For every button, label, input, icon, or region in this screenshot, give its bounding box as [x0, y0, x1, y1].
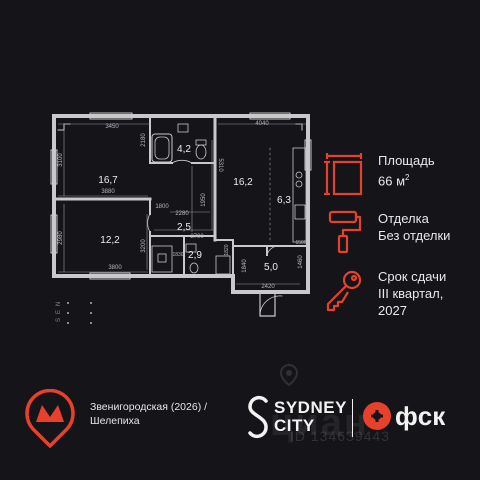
- area-icon: [324, 153, 363, 196]
- dim-3450: 3450: [105, 124, 119, 130]
- compass-e: E: [56, 310, 62, 314]
- metro-station: Звенигородская (2026) / Шелепиха: [90, 400, 260, 428]
- dim-2180: 2180: [141, 133, 147, 147]
- room-area-2: 4,2: [177, 144, 191, 155]
- fsk-word: фск: [395, 401, 446, 431]
- floor-plan: 3450 4040 2180 3100 3880 1800 2280 1950 …: [50, 112, 312, 324]
- finish-value: Без отделки: [378, 228, 451, 243]
- area-label: Площадь: [378, 153, 435, 168]
- room-area-3: 16,2: [233, 177, 253, 188]
- deadline-label: Срок сдачи: [378, 269, 447, 284]
- metro-line1: Звенигородская (2026) /: [90, 401, 208, 413]
- sydney-word: SYDNEY: [274, 398, 347, 417]
- deadline-line2: 2027: [378, 303, 407, 318]
- dim-1500: 1500: [295, 240, 306, 246]
- compass-n: N: [56, 302, 62, 306]
- room-area-8: 5,0: [264, 262, 278, 273]
- metro-line2: Шелепиха: [90, 415, 140, 427]
- compass-s: S: [56, 318, 62, 322]
- dim-1950: 1950: [201, 193, 207, 207]
- key-icon: [326, 270, 362, 312]
- dim-4040: 4040: [255, 121, 269, 127]
- room-area-1: 16,7: [98, 175, 118, 186]
- finish-label: Отделка: [378, 211, 429, 226]
- dim-2980: 2980: [58, 231, 64, 245]
- metro-pin-icon: [25, 389, 75, 448]
- watermark-text: циан: [270, 402, 369, 444]
- room-area-7: 2,9: [188, 250, 202, 261]
- outer-wall: [52, 114, 310, 294]
- dim-5310: 5310: [217, 158, 223, 172]
- dim-2700: 2700: [190, 234, 204, 240]
- dim-1840: 1840: [242, 259, 248, 273]
- room-area-4: 6,3: [277, 195, 291, 206]
- dim-3200: 3200: [141, 239, 147, 253]
- paint-roller-icon: [328, 210, 362, 254]
- dim-3100: 3100: [58, 153, 64, 167]
- area-unit-sup: 2: [405, 173, 410, 182]
- area-value: 66 м: [378, 173, 406, 189]
- room-area-6: 2,5: [177, 222, 191, 233]
- dim-2420: 2420: [261, 284, 275, 290]
- dim-2280: 2280: [175, 211, 189, 217]
- info-finish: Отделка Без отделки: [324, 210, 450, 254]
- dim-1820: 1820: [224, 244, 230, 255]
- info-deadline: Срок сдачи III квартал, 2027: [324, 268, 446, 319]
- dim-1460: 1460: [298, 255, 304, 269]
- info-area: Площадь 66 м2: [324, 152, 435, 196]
- watermark-id: ID 134639443: [290, 428, 390, 444]
- fsk-flower-icon: [363, 402, 391, 430]
- dim-3800: 3800: [108, 265, 122, 271]
- location-pin-icon: [280, 364, 298, 386]
- city-word: CITY: [274, 416, 315, 435]
- dim-1830: 1830: [172, 252, 183, 258]
- dim-3880: 3880: [101, 189, 115, 195]
- dim-1800: 1800: [155, 204, 169, 210]
- room-area-5: 12,2: [100, 235, 120, 246]
- sydney-s-icon: [248, 395, 268, 439]
- deadline-line1: III квартал,: [378, 286, 444, 301]
